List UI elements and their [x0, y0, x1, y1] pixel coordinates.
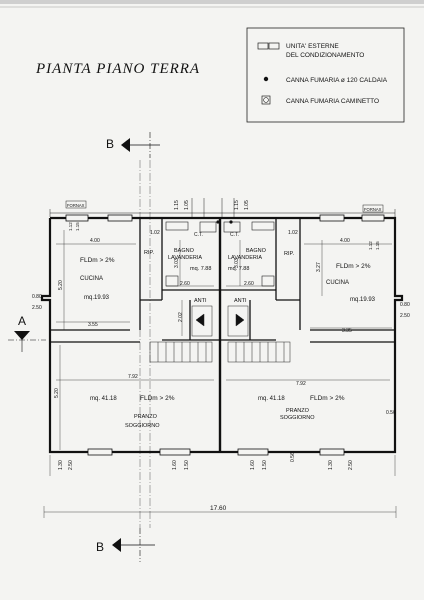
- dimension-labels: 1.02 1.02 4.00 4.00 1.12 1.15 1.12 1.15 …: [32, 222, 410, 512]
- svg-text:1.05: 1.05: [184, 200, 190, 210]
- svg-text:SOGGIORNO: SOGGIORNO: [280, 415, 315, 421]
- svg-text:1.02: 1.02: [150, 230, 160, 236]
- room-cucina-left: FLDm > 2% CUCINA mq.19.93: [80, 257, 115, 301]
- svg-text:CUCINA: CUCINA: [326, 280, 349, 286]
- svg-text:1.12: 1.12: [68, 222, 73, 231]
- svg-text:5.20: 5.20: [58, 280, 64, 290]
- svg-text:C.T.: C.T.: [230, 232, 239, 238]
- svg-text:2.02: 2.02: [178, 312, 184, 322]
- svg-text:3.03: 3.03: [174, 258, 180, 268]
- svg-text:1.12: 1.12: [368, 241, 373, 250]
- svg-text:mq.19.93: mq.19.93: [350, 297, 376, 303]
- svg-text:CUCINA: CUCINA: [80, 276, 103, 282]
- legend-unit-line2: DEL CONDIZIONAMENTO: [286, 52, 364, 59]
- svg-text:1.50: 1.50: [262, 460, 268, 470]
- svg-text:mq. 7.88: mq. 7.88: [228, 266, 249, 272]
- svg-text:BAGNO: BAGNO: [174, 248, 195, 254]
- fornax-right-label: FORNAX: [364, 207, 382, 212]
- svg-text:1.60: 1.60: [172, 460, 178, 470]
- svg-text:PRANZO: PRANZO: [286, 408, 310, 414]
- svg-text:mq. 41.18: mq. 41.18: [258, 396, 285, 402]
- svg-text:2.50: 2.50: [348, 460, 354, 470]
- staircase-left: [149, 305, 213, 363]
- svg-text:0.80: 0.80: [32, 294, 42, 300]
- svg-text:7.92: 7.92: [296, 381, 306, 387]
- room-soggiorno-left: mq. 41.18 FLDm > 2% PRANZO SOGGIORNO: [90, 395, 175, 429]
- svg-text:mq. 41.18: mq. 41.18: [90, 396, 117, 402]
- svg-text:2.50: 2.50: [32, 305, 42, 311]
- svg-text:7.92: 7.92: [128, 374, 138, 380]
- svg-text:1.60: 1.60: [250, 460, 256, 470]
- external-unit-icon: [257, 42, 280, 50]
- svg-text:2.50: 2.50: [400, 313, 410, 319]
- legend-fireplace-flue: CANNA FUMARIA CAMINETTO: [286, 98, 379, 105]
- room-soggiorno-right: mq. 41.18 FLDm > 2% PRANZO SOGGIORNO: [258, 395, 345, 421]
- legend: UNITA' ESTERNE DEL CONDIZIONAMENTO CANNA…: [246, 27, 405, 123]
- svg-text:LAVANDERIA: LAVANDERIA: [168, 255, 202, 261]
- svg-text:LAVANDERIA: LAVANDERIA: [228, 255, 262, 261]
- room-cucina-right: FLDm > 2% CUCINA mq.19.93: [326, 263, 376, 303]
- svg-text:0.56: 0.56: [386, 410, 396, 416]
- anti-right-label: ANTI: [234, 298, 247, 304]
- svg-text:2.50: 2.50: [68, 460, 74, 470]
- fornax-left-label: FORNAX: [67, 203, 85, 208]
- svg-text:B: B: [106, 137, 114, 151]
- staircase-right: [227, 305, 291, 363]
- outer-walls: [40, 216, 404, 454]
- svg-text:3.35: 3.35: [342, 328, 352, 334]
- svg-text:1.30: 1.30: [328, 460, 334, 470]
- svg-text:3.27: 3.27: [316, 262, 322, 272]
- legend-boiler-flue: CANNA FUMARIA ø 120 CALDAIA: [286, 77, 388, 84]
- section-marker-b-bottom: B: [96, 528, 155, 562]
- svg-text:B: B: [96, 540, 104, 554]
- svg-text:1.05: 1.05: [244, 200, 250, 210]
- svg-text:A: A: [18, 314, 26, 328]
- svg-text:5.20: 5.20: [54, 388, 60, 398]
- svg-text:2.60: 2.60: [244, 281, 254, 287]
- anti-left-label: ANTI: [194, 298, 207, 304]
- svg-text:FLDm > 2%: FLDm > 2%: [310, 395, 345, 402]
- svg-text:SOGGIORNO: SOGGIORNO: [125, 423, 160, 429]
- boiler-flue-icon: [263, 76, 269, 82]
- section-marker-b-top: B: [106, 132, 160, 158]
- svg-text:1.15: 1.15: [375, 241, 380, 250]
- svg-text:4.00: 4.00: [90, 238, 100, 244]
- svg-text:FLDm > 2%: FLDm > 2%: [336, 263, 371, 270]
- plan-title: PIANTA PIANO TERRA: [36, 61, 201, 77]
- section-marker-a-left: A: [8, 314, 46, 352]
- svg-text:1.15: 1.15: [234, 200, 240, 210]
- room-bagno-right: C.T. BAGNO LAVANDERIA mq. 7.88: [228, 232, 267, 272]
- svg-text:0.56: 0.56: [290, 452, 296, 462]
- bathroom-fixtures-left: [165, 221, 217, 287]
- svg-text:4.00: 4.00: [340, 238, 350, 244]
- svg-text:FLDm > 2%: FLDm > 2%: [140, 395, 175, 402]
- svg-text:mq. 7.88: mq. 7.88: [190, 266, 211, 272]
- svg-text:0.80: 0.80: [400, 302, 410, 308]
- svg-text:2.60: 2.60: [180, 281, 190, 287]
- svg-text:3.03: 3.03: [234, 258, 240, 268]
- svg-text:PRANZO: PRANZO: [134, 414, 158, 420]
- legend-unit-line1: UNITA' ESTERNE: [286, 43, 339, 50]
- svg-text:1.15: 1.15: [75, 222, 80, 231]
- svg-text:1.02: 1.02: [288, 230, 298, 236]
- svg-text:BAGNO: BAGNO: [246, 248, 267, 254]
- svg-text:1.30: 1.30: [58, 460, 64, 470]
- svg-text:C.T.: C.T.: [194, 232, 203, 238]
- interior-walls-right: [220, 218, 395, 343]
- svg-text:1.50: 1.50: [184, 460, 190, 470]
- svg-text:FLDm > 2%: FLDm > 2%: [80, 257, 115, 264]
- rip-right-label: RIP.: [284, 251, 294, 257]
- svg-text:1.15: 1.15: [174, 200, 180, 210]
- fireplace-flue-icon: [261, 95, 271, 105]
- interior-walls-left: [50, 218, 220, 343]
- svg-text:mq.19.93: mq.19.93: [84, 295, 110, 301]
- total-width-dimension: 17.60: [210, 505, 227, 512]
- svg-text:3.55: 3.55: [88, 322, 98, 328]
- room-bagno-left: C.T. BAGNO LAVANDERIA mq. 7.88: [168, 232, 211, 272]
- rip-left-label: RIP.: [144, 250, 154, 256]
